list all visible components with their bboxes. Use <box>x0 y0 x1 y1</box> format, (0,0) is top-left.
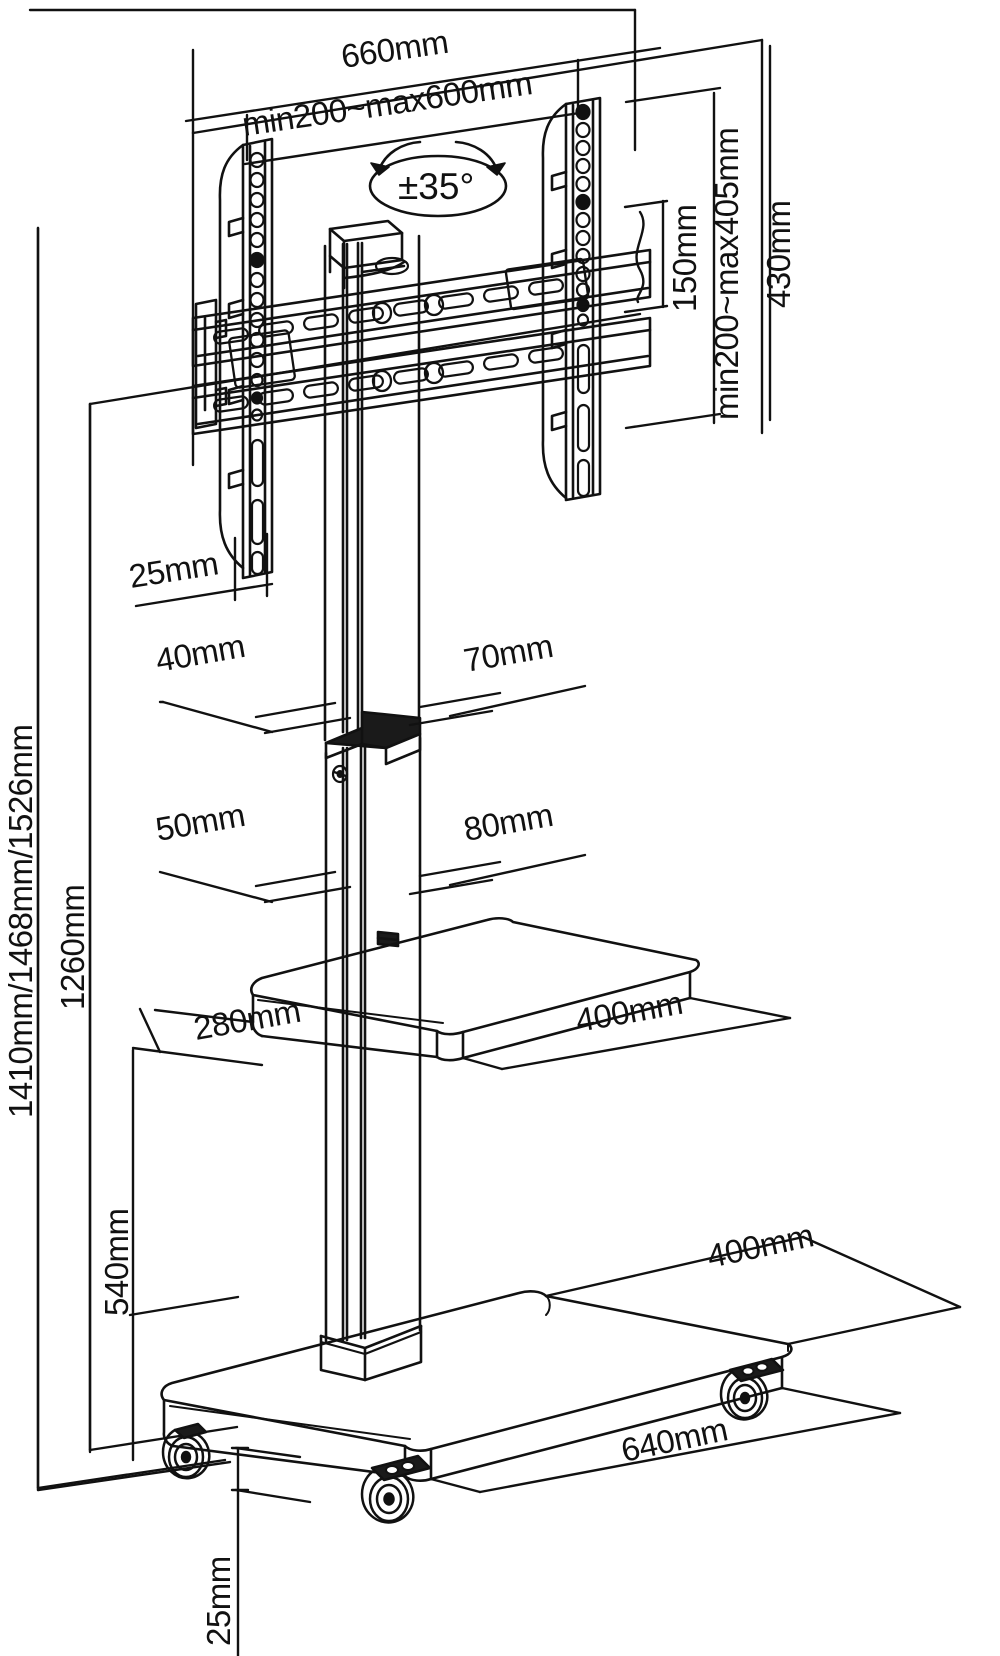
arrow-head-left <box>370 162 390 176</box>
vertical-column-upper <box>323 234 421 742</box>
dimension-430mm <box>768 44 772 422</box>
vertical-column-lower <box>324 736 422 1345</box>
dimension-400mm-shelf <box>461 996 792 1071</box>
caster-front-left <box>161 1422 211 1480</box>
arrow-head-right <box>486 162 506 176</box>
tv-mount-bracket <box>191 96 652 580</box>
dimension-150mm <box>623 199 669 314</box>
caster-front-right <box>360 1454 432 1524</box>
av-shelf <box>250 916 700 1062</box>
dimension-540mm <box>131 1048 135 1462</box>
dimension-660mm <box>184 46 662 135</box>
vesa-rail-left <box>218 137 274 580</box>
dimension-280mm <box>131 1007 264 1067</box>
caster-rear-right <box>719 1357 785 1421</box>
dimension-label-total-height: 1410mm/1468mm/1526mm <box>2 724 39 1118</box>
dimension-total-height <box>36 226 232 1492</box>
vertical-column <box>319 234 423 1382</box>
dimension-400mm-base <box>544 1235 962 1346</box>
dimension-label-bracket-height: 430mm <box>760 200 797 308</box>
tilt-angle-indicator <box>368 140 508 218</box>
dimension-label-shelf-height: 540mm <box>98 1208 135 1316</box>
dimension-25mm-base <box>230 1446 312 1656</box>
tilt-angle-label: ±35° <box>398 166 474 207</box>
bracket-end-plate-left <box>194 298 296 430</box>
dimension-vesa-height <box>624 86 722 430</box>
dimension-label-vesa-bar-gap: 150mm <box>666 204 703 312</box>
dimension-40mm <box>158 700 352 735</box>
dimension-label-column-height: 1260mm <box>54 885 91 1010</box>
dimension-label-base-thickness: 25mm <box>200 1556 237 1646</box>
dimension-70mm <box>408 684 587 727</box>
bracket-bar-upper <box>191 248 652 368</box>
dimension-label-vesa-height-range: min200~max405mm <box>708 128 745 420</box>
dimension-80mm <box>408 853 587 896</box>
column-joint <box>324 710 422 766</box>
dimension-50mm <box>158 870 352 904</box>
dimension-640mm <box>429 1386 902 1494</box>
dimension-25mm-offset <box>134 532 274 608</box>
bracket-bar-lower <box>191 316 652 436</box>
